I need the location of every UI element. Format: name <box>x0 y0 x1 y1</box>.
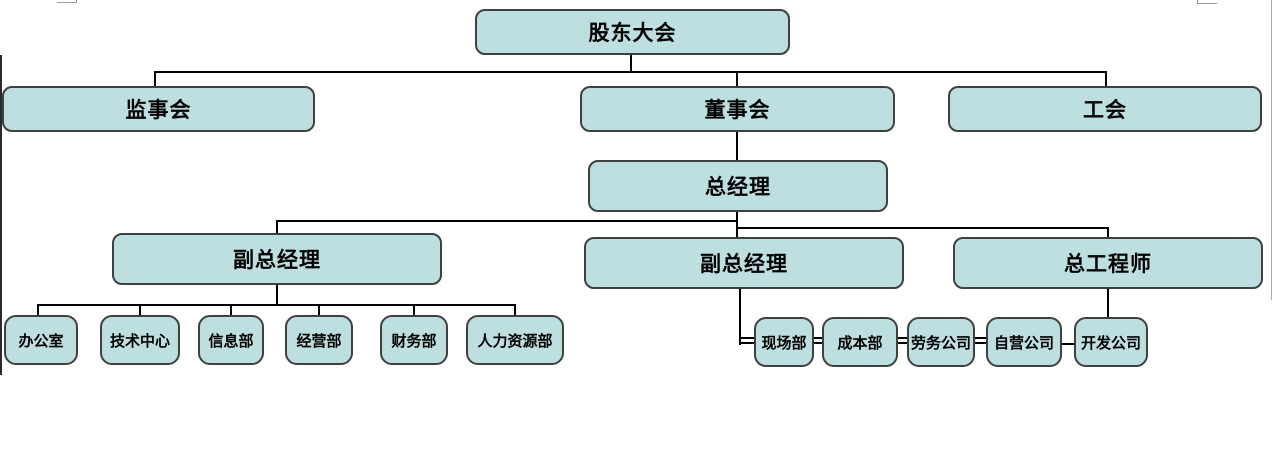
table-column-handle-left <box>57 0 77 3</box>
connector-line <box>814 337 822 339</box>
org-node-supervisory-board[interactable]: 监事会 <box>2 86 315 132</box>
org-node-label: 现场部 <box>761 333 807 352</box>
org-node-board-of-directors[interactable]: 董事会 <box>580 86 895 132</box>
connector-line <box>139 304 141 315</box>
connector-line <box>898 337 907 339</box>
org-node-label: 信息部 <box>208 331 254 350</box>
connector-line <box>740 342 754 344</box>
org-node-development-company[interactable]: 开发公司 <box>1074 317 1148 367</box>
canvas-left-border <box>0 55 2 375</box>
org-node-label: 技术中心 <box>109 331 170 350</box>
connector-line <box>740 337 754 339</box>
connector-line <box>413 304 415 315</box>
connector-line <box>975 337 986 339</box>
connector-line <box>276 220 738 222</box>
org-node-operations-dept[interactable]: 经营部 <box>285 315 353 365</box>
org-node-label: 财务部 <box>391 331 437 350</box>
org-node-information-dept[interactable]: 信息部 <box>198 315 264 365</box>
connector-line <box>514 304 516 315</box>
org-node-label: 办公室 <box>18 331 64 350</box>
connector-line <box>739 289 741 345</box>
connector-line <box>898 342 907 344</box>
org-node-finance-dept[interactable]: 财务部 <box>380 315 448 365</box>
org-node-hr-dept[interactable]: 人力资源部 <box>466 315 564 365</box>
connector-line <box>814 342 822 344</box>
connector-line <box>975 342 986 344</box>
org-node-label: 副总经理 <box>700 251 788 276</box>
org-node-label: 监事会 <box>125 97 192 122</box>
connector-line <box>1107 227 1109 237</box>
connector-line <box>630 55 632 73</box>
org-node-cost-dept[interactable]: 成本部 <box>822 317 898 367</box>
connector-line <box>736 71 738 87</box>
org-node-label: 开发公司 <box>1080 333 1141 352</box>
connector-line <box>37 304 516 306</box>
org-node-labor-union[interactable]: 工会 <box>948 86 1262 132</box>
org-node-chief-engineer[interactable]: 总工程师 <box>953 237 1263 289</box>
connector-line <box>154 71 156 87</box>
org-node-label: 劳务公司 <box>910 333 971 352</box>
org-node-labor-company[interactable]: 劳务公司 <box>907 317 975 367</box>
connector-line <box>276 220 278 233</box>
org-node-self-operated-company[interactable]: 自营公司 <box>986 317 1062 367</box>
org-node-label: 董事会 <box>704 97 771 122</box>
org-node-label: 自营公司 <box>993 333 1054 352</box>
connector-line <box>230 304 232 315</box>
canvas-right-border <box>1271 0 1272 300</box>
connector-line <box>737 227 1109 229</box>
org-node-technology-center[interactable]: 技术中心 <box>100 315 180 365</box>
org-node-label: 总工程师 <box>1064 251 1152 276</box>
org-node-office[interactable]: 办公室 <box>4 315 78 365</box>
table-column-handle-right <box>1197 0 1217 4</box>
org-node-deputy-gm-1[interactable]: 副总经理 <box>112 233 442 285</box>
org-node-deputy-gm-2[interactable]: 副总经理 <box>584 237 904 289</box>
connector-line <box>1062 343 1074 345</box>
connector-line <box>37 304 39 315</box>
org-node-general-manager[interactable]: 总经理 <box>588 160 888 212</box>
org-node-label: 经营部 <box>296 331 342 350</box>
org-node-label: 总经理 <box>705 174 771 199</box>
connector-line <box>154 71 1107 73</box>
connector-line <box>276 285 278 306</box>
connector-line <box>736 212 738 237</box>
org-node-label: 人力资源部 <box>477 331 553 350</box>
org-node-shareholders-meeting[interactable]: 股东大会 <box>475 9 790 55</box>
org-node-site-dept[interactable]: 现场部 <box>754 317 814 367</box>
connector-line <box>1107 289 1109 317</box>
connector-line <box>736 132 738 160</box>
connector-line <box>318 304 320 315</box>
org-node-label: 工会 <box>1083 97 1127 122</box>
org-node-label: 成本部 <box>837 333 883 352</box>
org-node-label: 副总经理 <box>233 247 321 272</box>
org-node-label: 股东大会 <box>588 20 677 45</box>
connector-line <box>1105 71 1107 87</box>
